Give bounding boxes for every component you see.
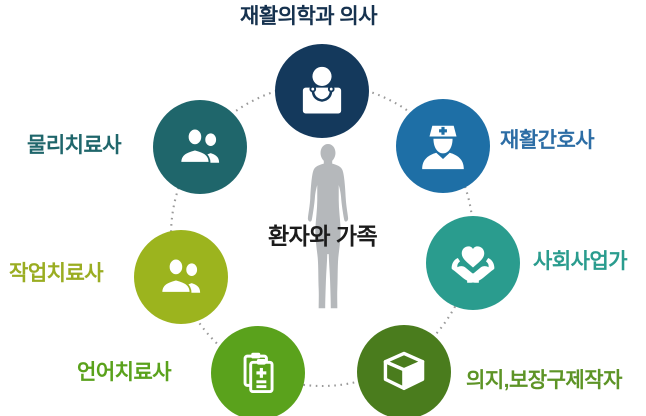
nurse-icon [422, 125, 464, 170]
prosthetist-circle [357, 325, 451, 416]
occupational-therapist-circle [134, 230, 228, 324]
occupational-therapist-label: 작업치료사 [9, 262, 104, 285]
clipboard-icon [243, 352, 274, 394]
doctor-icon [302, 66, 342, 114]
social-worker-circle [426, 216, 520, 310]
people-icon [179, 127, 220, 164]
prosthetist-label: 의지,보장구제작자 [466, 369, 622, 392]
physical-therapist-circle [153, 100, 247, 194]
box-icon [383, 351, 425, 390]
speech-therapist-label: 언어치료사 [77, 361, 172, 384]
social-worker-label: 사회사업가 [533, 250, 628, 273]
speech-therapist-circle [211, 326, 305, 416]
doctor-label: 재활의학과 의사 [240, 5, 378, 28]
center-label: 환자와 가족 [268, 223, 378, 249]
doctor-circle [275, 44, 369, 138]
people-icon [160, 257, 201, 294]
patient-silhouette [307, 144, 349, 309]
nurse-circle [396, 99, 490, 193]
nurse-label: 재활간호사 [500, 129, 595, 152]
physical-therapist-label: 물리치료사 [27, 134, 122, 157]
heart-in-hands-icon [451, 246, 495, 283]
